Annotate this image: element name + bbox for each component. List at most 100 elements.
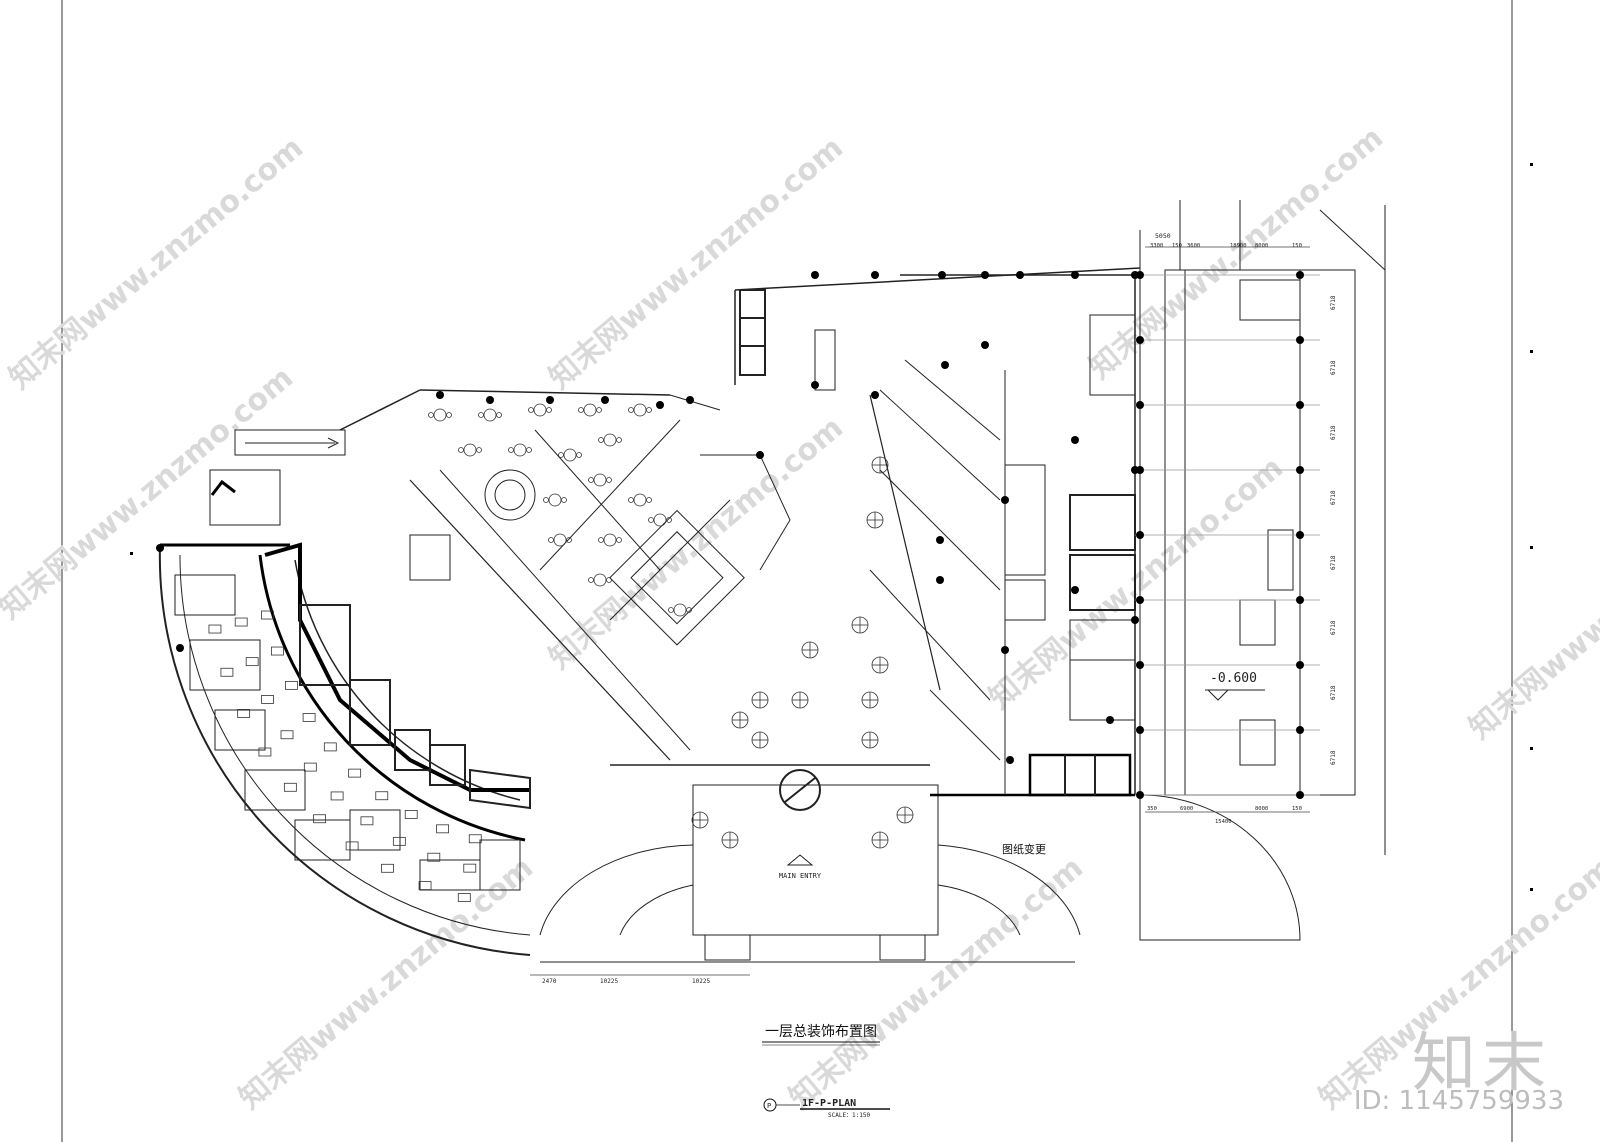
- main-entry-label: MAIN ENTRY: [779, 872, 822, 880]
- dining-table: [345, 841, 359, 851]
- entry-drive-arc-west: [539, 844, 694, 936]
- lounge-chair: [566, 537, 572, 543]
- column: [1071, 436, 1079, 444]
- dining-table: [457, 893, 471, 902]
- dining-table: [280, 730, 294, 740]
- lounge-chair: [686, 607, 692, 613]
- lounge-chair: [646, 497, 652, 503]
- dim-bottom-total: 15400: [1215, 819, 1232, 825]
- side-dimension: 6718: [1330, 685, 1337, 700]
- lobby-furniture: [691, 456, 914, 849]
- dim-top-7: 150: [1292, 243, 1302, 249]
- diagonal-corridor-1: [409, 479, 671, 761]
- lounge-table: [653, 513, 667, 527]
- revolving-door: [779, 769, 821, 811]
- column: [1296, 726, 1304, 734]
- side-dimension: 6718: [1330, 360, 1337, 375]
- lounge-chair: [588, 577, 594, 583]
- column: [1296, 596, 1304, 604]
- core-stair: [469, 768, 531, 810]
- dim-south-1: 2470: [542, 978, 557, 985]
- grand-stair: [700, 454, 791, 571]
- east-hall-room-top: [1239, 279, 1301, 321]
- column: [871, 271, 879, 279]
- dining-table: [330, 791, 344, 801]
- change-note-label: 图纸变更: [1002, 842, 1046, 856]
- entry-steps-west: [704, 934, 751, 961]
- dim-top-1: 5050: [1155, 232, 1171, 240]
- atrium-square-inner: [630, 531, 724, 625]
- corner-arc-se: [1139, 794, 1301, 941]
- lounge-table: [433, 408, 447, 422]
- lounge-table: [483, 408, 497, 422]
- lobby-wall-north: [734, 267, 1141, 291]
- dining-table: [392, 836, 406, 846]
- column: [1296, 531, 1304, 539]
- dining-table: [348, 768, 362, 778]
- column: [871, 391, 879, 399]
- entry-plaza: [692, 784, 939, 936]
- column: [1071, 586, 1079, 594]
- dim-top-6: 8000: [1255, 243, 1268, 249]
- lounge-chair: [628, 497, 634, 503]
- office-room-2: [1069, 659, 1136, 721]
- level-marker: [1207, 689, 1229, 701]
- dining-table: [261, 610, 274, 620]
- lounge-table: [553, 533, 567, 547]
- main-lobby: [539, 267, 1141, 963]
- dining-table: [245, 657, 259, 667]
- east-hall-stair-1: [1239, 599, 1276, 646]
- callout-letter: P: [767, 1102, 771, 1110]
- ramp-arrow-head: [327, 437, 340, 449]
- dining-table: [258, 747, 272, 757]
- east-hall-stair-3: [1267, 529, 1294, 591]
- lounge-chair: [668, 607, 674, 613]
- column: [1136, 661, 1144, 669]
- column: [436, 391, 444, 399]
- column: [1136, 726, 1144, 734]
- dining-table: [261, 695, 274, 704]
- elevator-east: [1028, 753, 1132, 797]
- column: [941, 361, 949, 369]
- stair-east: [1069, 554, 1136, 611]
- west-ramp: [234, 429, 346, 456]
- lounge-chair: [508, 447, 514, 453]
- level-label: -0.600: [1210, 671, 1257, 686]
- dim-top-2: 3300: [1150, 243, 1163, 249]
- side-dimension: 6718: [1330, 490, 1337, 505]
- kitchen-block-3: [214, 709, 266, 751]
- service-room-east: [1004, 579, 1046, 621]
- atrium-square: [609, 509, 745, 646]
- drawing-title: 一层总装饰布置图: [765, 1024, 877, 1040]
- column: [1136, 596, 1144, 604]
- dim-south-2: 10225: [600, 978, 618, 985]
- lounge-chair: [616, 437, 622, 443]
- dining-table: [313, 814, 326, 824]
- tick-6: [130, 552, 133, 555]
- watermark-2: 知末网www.znzmo.com: [543, 130, 850, 396]
- column: [1136, 401, 1144, 409]
- restaurant-divider: [609, 499, 731, 621]
- column: [1296, 466, 1304, 474]
- tick-4: [1530, 747, 1533, 750]
- dining-table: [234, 617, 248, 627]
- dim-south-labels: 2470 10225 10225: [542, 978, 710, 985]
- east-hall: [1139, 200, 1386, 941]
- dining-table: [418, 881, 432, 890]
- lounge-chair: [606, 577, 612, 583]
- dim-bottom-2: 6900: [1180, 806, 1193, 812]
- column: [1296, 791, 1304, 799]
- west-inner-arc-3: [294, 559, 521, 801]
- meeting-room-1: [1089, 314, 1136, 396]
- sheet-border: [61, 0, 1513, 1142]
- entry-steps-east: [879, 934, 926, 961]
- dining-table: [468, 834, 482, 844]
- lounge-chair: [478, 412, 484, 418]
- column: [936, 536, 944, 544]
- column: [1016, 271, 1024, 279]
- dim-bottom-3: 8000: [1255, 806, 1268, 812]
- column: [656, 401, 664, 409]
- office-diag-1: [879, 389, 1001, 501]
- core-wall-curve: [264, 542, 530, 792]
- column: [938, 271, 946, 279]
